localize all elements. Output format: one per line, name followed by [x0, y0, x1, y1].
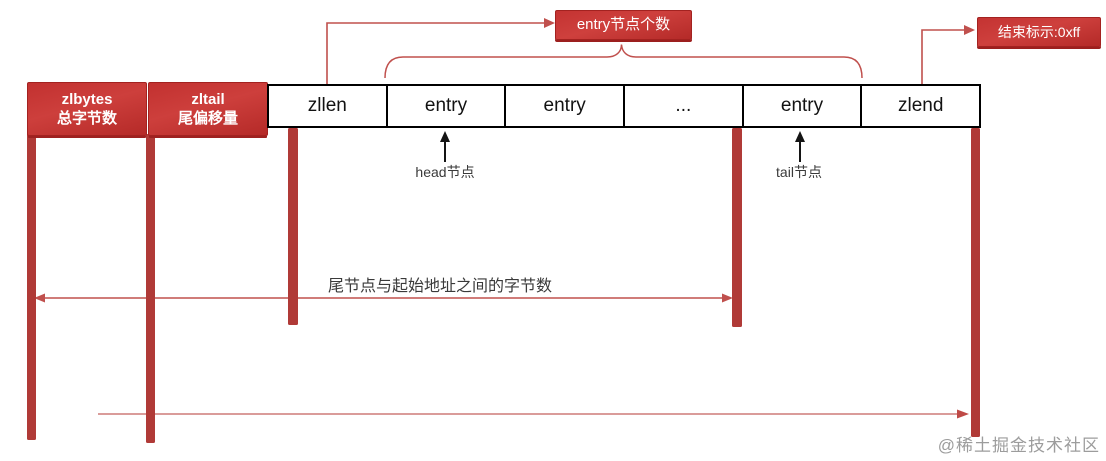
cell-entry-tail: entry	[744, 86, 863, 126]
tail-node-label: tail节点	[776, 164, 822, 180]
total-bytes-arrowhead-icon	[957, 409, 969, 419]
zlbytes-left-bar	[27, 132, 36, 440]
cell-entry-2: entry	[506, 86, 626, 126]
zlend-to-endmarker-connector	[921, 29, 965, 84]
end-marker-tag: 结束标示:0xff	[977, 17, 1101, 47]
zltail-left-bar	[146, 134, 155, 443]
cell-zlbytes-subtitle: 总字节数	[56, 110, 117, 127]
tail-offset-right-arrowhead-icon	[722, 293, 733, 303]
cell-zlbytes-name: zlbytes	[61, 91, 113, 108]
tail-entry-bar	[732, 128, 742, 327]
zllen-bar	[288, 128, 298, 325]
endmarker-arrowhead-icon	[964, 25, 975, 35]
tail-offset-left-arrowhead-icon	[34, 293, 45, 303]
cell-zltail-subtitle: 尾偏移量	[177, 110, 238, 127]
cell-ellipsis: ...	[625, 86, 744, 126]
tail-node-arrowhead-icon	[795, 131, 805, 142]
cell-zllen: zllen	[269, 86, 388, 126]
cell-zlend: zlend	[897, 95, 944, 116]
entry-count-tag: entry节点个数	[555, 10, 692, 40]
ziplist-row: zllen entry entry ... entry zlend	[267, 84, 981, 128]
entries-brace	[384, 44, 863, 79]
entrycount-arrowhead-icon	[544, 18, 555, 28]
head-node-label: head节点	[415, 164, 475, 180]
cell-zlbytes: zlbytes 总字节数	[27, 82, 147, 136]
cell-zltail-name: zltail	[191, 91, 225, 108]
zllen-to-entrycount-connector	[326, 22, 545, 84]
tail-offset-label: 尾节点与起始地址之间的字节数	[328, 278, 553, 295]
cell-zltail: zltail 尾偏移量	[148, 82, 268, 136]
head-node-arrowhead-icon	[440, 131, 450, 142]
cell-entry-head: entry	[388, 86, 507, 126]
watermark: @稀土掘金技术社区	[937, 436, 1100, 455]
zlend-right-bar	[971, 128, 980, 437]
